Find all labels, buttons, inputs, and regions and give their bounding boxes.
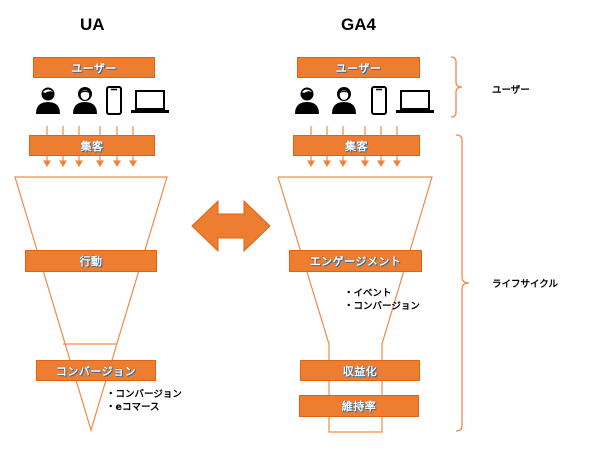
ua-acquisition-box: 集客 xyxy=(29,135,155,156)
ua-conversion-notes: コンバージョン eコマース xyxy=(106,388,182,414)
ga4-input-lines xyxy=(310,126,398,135)
note-item: コンバージョン xyxy=(106,388,182,401)
person-female-icon xyxy=(332,87,356,114)
ua-behavior-box: 行動 xyxy=(25,250,157,272)
laptop-icon xyxy=(396,90,434,113)
ga4-engagement-box: エンゲージメント xyxy=(289,250,422,272)
smartphone-icon xyxy=(106,86,122,115)
laptop-icon xyxy=(131,90,169,113)
ua-funnel xyxy=(14,176,168,433)
ga4-funnel xyxy=(277,176,433,433)
users-brace xyxy=(450,56,463,118)
double-arrow-icon xyxy=(191,199,271,253)
ua-conversion-box: コンバージョン xyxy=(36,360,156,381)
ga4-title: GA4 xyxy=(341,15,376,34)
ga4-users-box: ユーザー xyxy=(297,57,420,78)
users-brace-label: ユーザー xyxy=(492,85,530,96)
ua-input-lines xyxy=(46,126,134,135)
ga4-retention-box: 維持率 xyxy=(299,395,419,417)
person-male-icon xyxy=(36,87,60,114)
ga4-acquisition-box: 集客 xyxy=(293,135,420,156)
ua-title: UA xyxy=(80,15,105,34)
lifecycle-brace-label: ライフサイクル xyxy=(492,279,559,290)
ua-output-arrows xyxy=(42,155,138,168)
note-item: イベント xyxy=(344,287,420,300)
note-item: コンバージョン xyxy=(344,300,420,313)
person-male-icon xyxy=(295,87,319,114)
ga4-output-arrows xyxy=(306,155,402,168)
ua-users-box: ユーザー xyxy=(33,57,155,78)
note-item: eコマース xyxy=(106,401,182,414)
person-female-icon xyxy=(73,87,97,114)
lifecycle-brace xyxy=(455,134,470,432)
ga4-monetization-box: 収益化 xyxy=(300,360,420,381)
ga4-engagement-notes: イベント コンバージョン xyxy=(344,287,420,313)
smartphone-icon xyxy=(371,86,387,115)
